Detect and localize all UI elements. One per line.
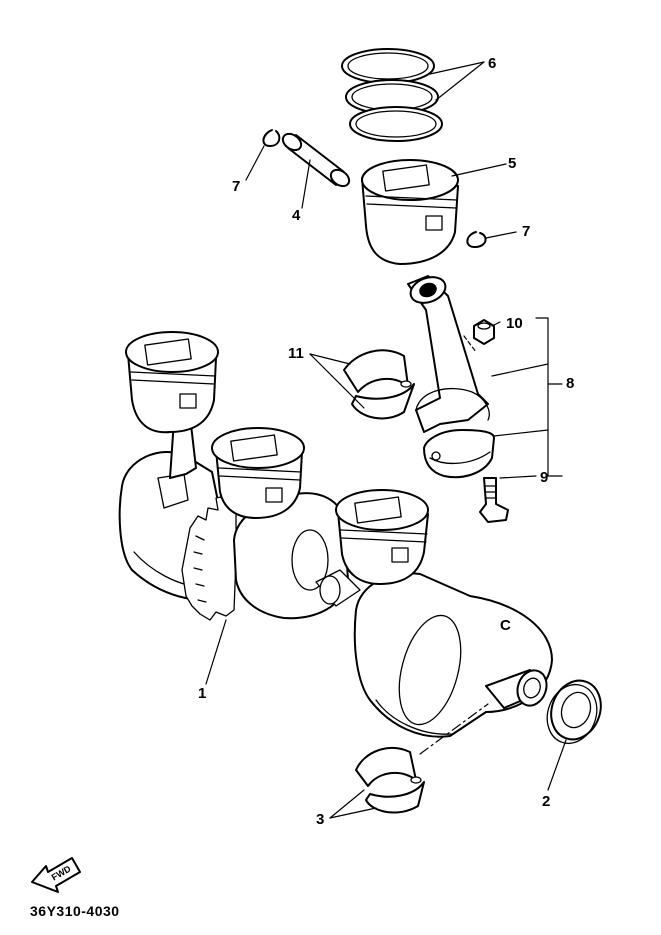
callout-6: 6 bbox=[488, 55, 496, 72]
callout-8: 8 bbox=[566, 375, 574, 392]
piston-pin bbox=[281, 132, 351, 188]
crankshaft-assembly bbox=[118, 415, 553, 738]
callout-3: 3 bbox=[316, 811, 324, 828]
circlip-right bbox=[466, 231, 487, 249]
callout-11: 11 bbox=[288, 345, 304, 362]
rod-bolt bbox=[479, 477, 509, 523]
callout-7-right: 7 bbox=[522, 223, 530, 240]
oil-seal bbox=[546, 679, 602, 745]
forward-arrow-icon: FWD bbox=[31, 857, 81, 893]
piston-rings bbox=[341, 48, 443, 142]
connecting-rod bbox=[407, 275, 495, 479]
piston-on-crank-left bbox=[125, 331, 219, 434]
callout-2: 2 bbox=[542, 793, 550, 810]
leader-lines bbox=[205, 61, 567, 819]
callout-4: 4 bbox=[292, 207, 301, 224]
callout-9: 9 bbox=[540, 469, 548, 486]
crankshaft-mark: C bbox=[500, 617, 511, 634]
diagram-code: 36Y310-4030 bbox=[30, 903, 120, 919]
callout-7-left: 7 bbox=[232, 178, 240, 195]
bearing-shells-rod bbox=[343, 349, 415, 420]
callout-1: 1 bbox=[198, 685, 206, 702]
bearing-shells-crank bbox=[355, 747, 425, 814]
callout-10: 10 bbox=[506, 315, 523, 332]
rod-nut bbox=[473, 319, 495, 345]
piston-on-crank-middle bbox=[211, 427, 305, 519]
piston-single bbox=[361, 159, 459, 265]
callout-5: 5 bbox=[508, 155, 516, 172]
piston-on-crank-right bbox=[335, 489, 429, 585]
circlip-left bbox=[262, 129, 281, 147]
